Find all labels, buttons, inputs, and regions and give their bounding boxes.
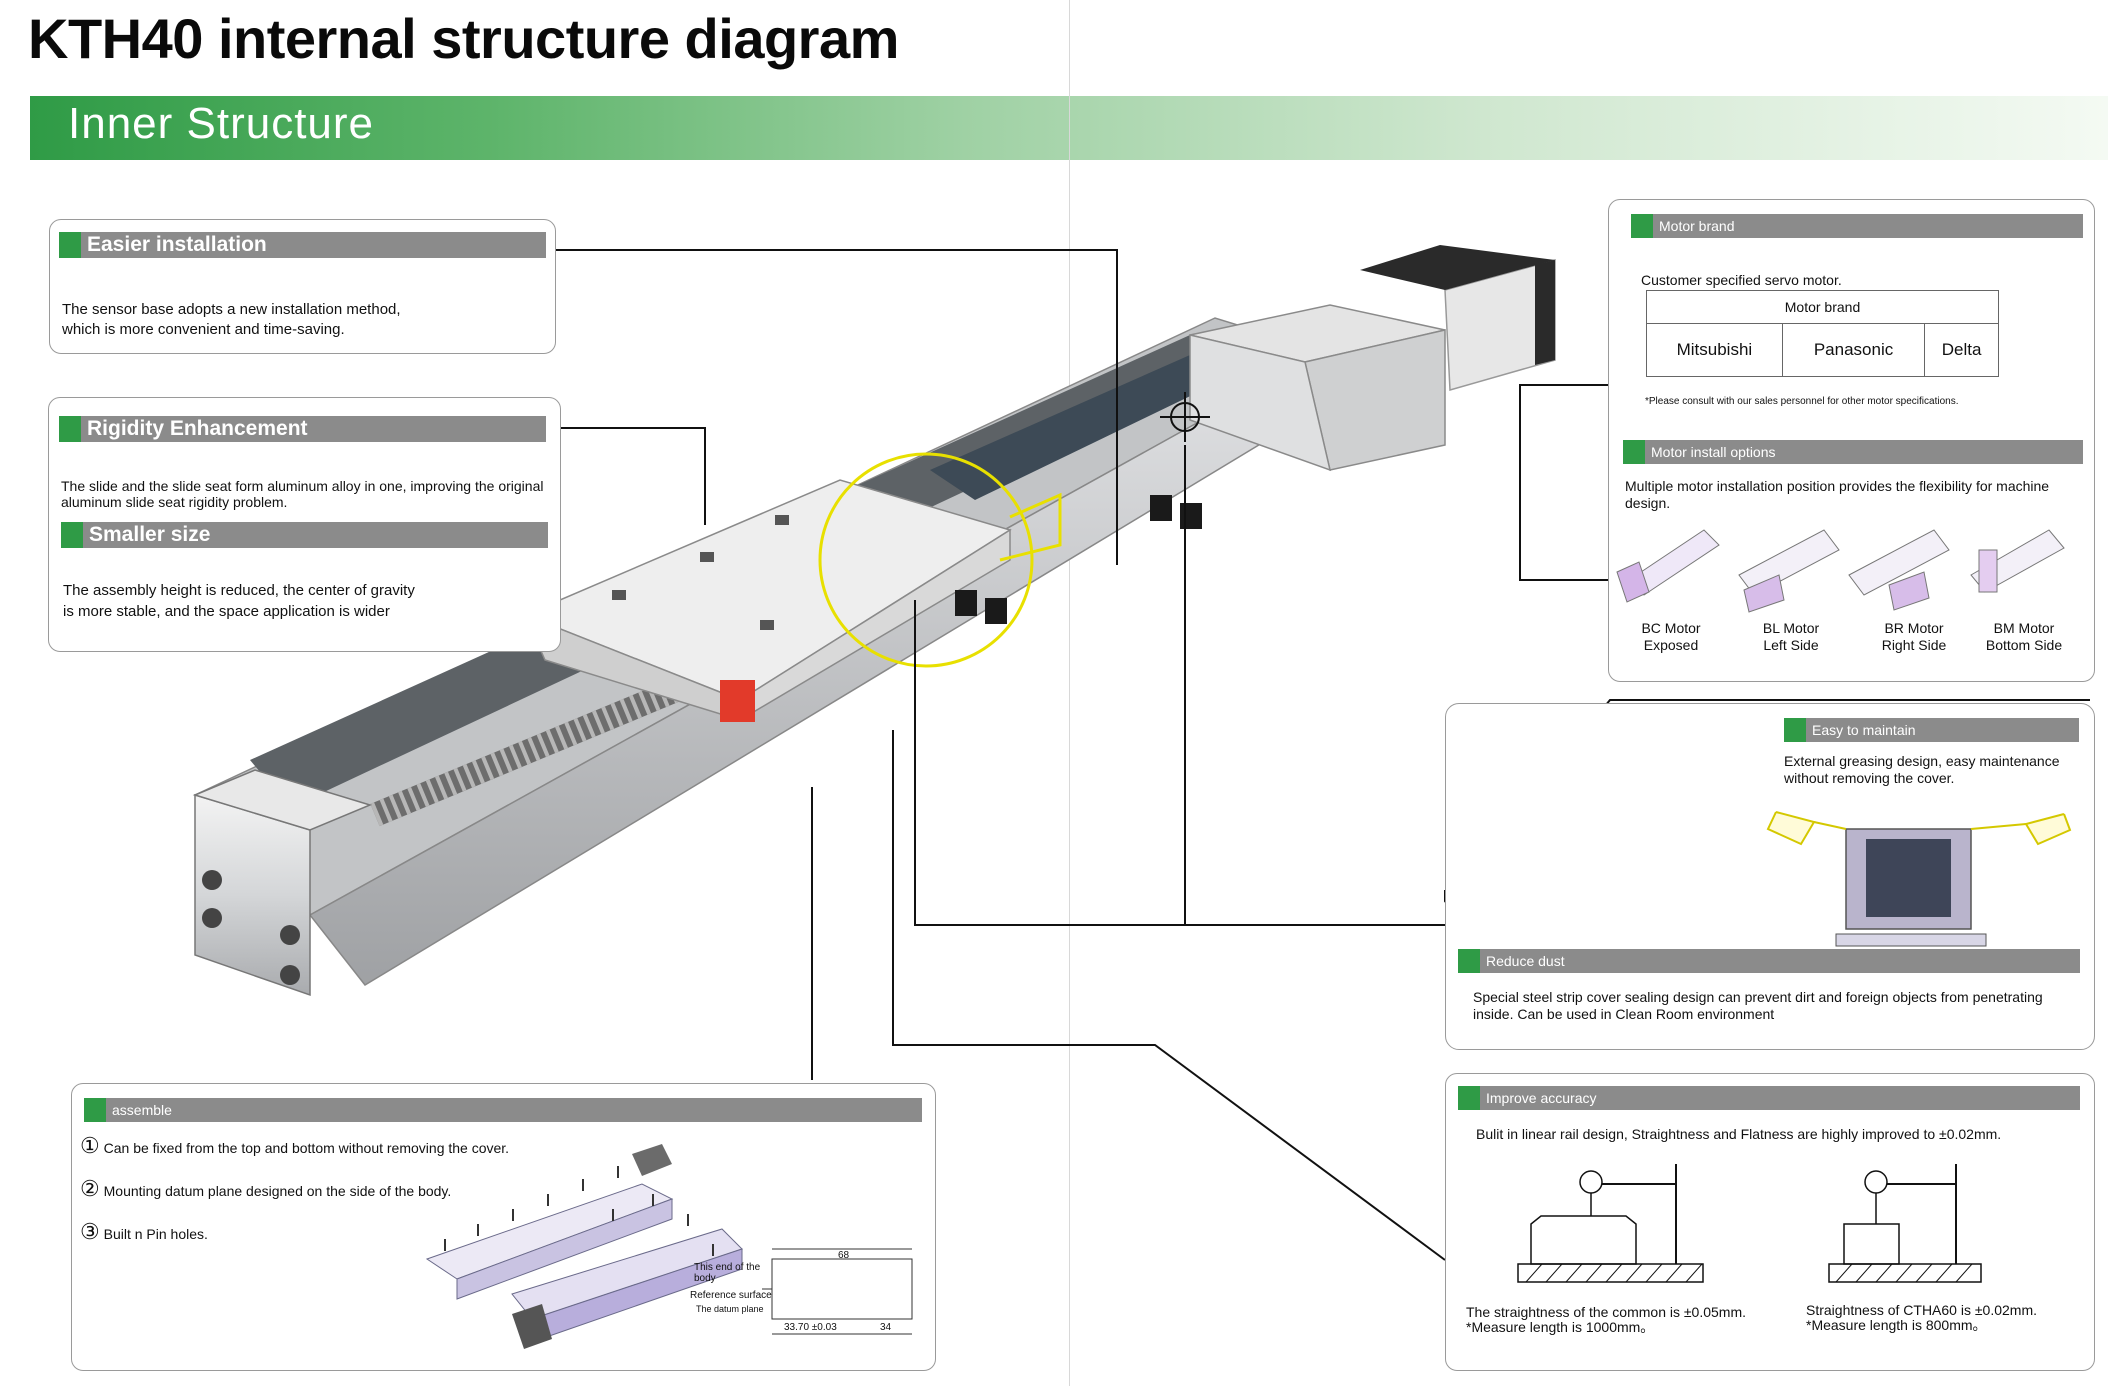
improve-accuracy-callout: Improve accuracy Bulit in linear rail de… xyxy=(1445,1073,2095,1371)
reduce-dust-heading-tag: Reduce dust xyxy=(1458,949,2080,973)
motor-install-heading: Motor install options xyxy=(1651,444,1776,460)
highlight-circle xyxy=(818,452,1034,668)
smaller-size-heading-tag: Smaller size xyxy=(61,522,548,548)
page-title: KTH40 internal structure diagram xyxy=(28,7,899,70)
smaller-size-text-1: The assembly height is reduced, the cent… xyxy=(63,582,415,599)
rigidity-heading-tag: Rigidity Enhancement xyxy=(59,416,546,442)
bl-motor-line2: Left Side xyxy=(1763,637,1819,653)
easier-installation-heading-tag: Easier installation xyxy=(59,232,546,258)
ctha60-measurement-drawing xyxy=(1828,1164,1982,1283)
section-band-label: Inner Structure xyxy=(68,99,375,148)
assemble-exploded-drawing xyxy=(425,1144,913,1349)
br-motor-line2: Right Side xyxy=(1881,637,1947,653)
motor-brand-intro: Customer specified servo motor. xyxy=(1641,272,1842,288)
assemble-item-2-text: Mounting datum plane designed on the sid… xyxy=(103,1183,452,1199)
assemble-item-3-num: ③ xyxy=(80,1219,100,1244)
assemble-item-3: ③ Built n Pin holes. xyxy=(80,1219,208,1244)
ball-screw xyxy=(370,668,705,827)
bm-motor-line1: BM Motor xyxy=(1993,620,2055,636)
assemble-item-2-num: ② xyxy=(80,1176,100,1201)
rigidity-heading: Rigidity Enhancement xyxy=(87,417,308,440)
bc-motor-drawing xyxy=(1616,529,1720,603)
drawing-end-of-body-label: This end of the body xyxy=(694,1262,761,1284)
motor-brand-note: *Please consult with our sales personnel… xyxy=(1645,396,1959,407)
maintain-dust-callout: Easy to maintain External greasing desig… xyxy=(1445,703,2095,1050)
rigidity-text-1: The slide and the slide seat form alumin… xyxy=(61,478,544,494)
assemble-item-1-text: Can be fixed from the top and bottom wit… xyxy=(103,1140,510,1156)
improve-accuracy-intro: Bulit in linear rail design, Straightnes… xyxy=(1476,1126,2002,1142)
easy-maintain-heading-tag: Easy to maintain xyxy=(1784,718,2079,742)
accuracy-measurement-drawings xyxy=(1517,1164,1982,1283)
bc-motor-label: BC Motor Exposed xyxy=(1631,620,1711,654)
ctha60-straightness-text-1: Straightness of CTHA60 is ±0.02mm. xyxy=(1806,1302,2037,1318)
drawing-dim-left-label: 33.70 ±0.03 xyxy=(784,1322,837,1333)
bm-motor-drawing xyxy=(1970,529,2065,593)
motor-housing xyxy=(1189,245,1556,472)
easier-installation-text-1: The sensor base adopts a new installatio… xyxy=(62,301,401,318)
common-straightness-text-1: The straightness of the common is ±0.05m… xyxy=(1466,1304,1747,1320)
motor-brand-table-header: Motor brand xyxy=(1646,290,1999,324)
assemble-heading: assemble xyxy=(112,1102,172,1118)
bc-motor-line1: BC Motor xyxy=(1641,620,1701,636)
rigidity-text-2: aluminum slide seat rigidity problem. xyxy=(61,494,288,510)
easy-maintain-text-1: External greasing design, easy maintenan… xyxy=(1784,753,2060,769)
assemble-item-1-num: ① xyxy=(80,1133,100,1158)
improve-accuracy-heading: Improve accuracy xyxy=(1486,1090,1597,1106)
drawing-reference-surface-label: Reference surface xyxy=(690,1290,772,1301)
reduce-dust-text-1: Special steel strip cover sealing design… xyxy=(1473,989,2043,1005)
common-measurement-drawing xyxy=(1517,1164,1704,1283)
bc-motor-line2: Exposed xyxy=(1643,637,1699,653)
smaller-size-heading: Smaller size xyxy=(89,523,211,546)
assemble-item-2: ② Mounting datum plane designed on the s… xyxy=(80,1176,452,1201)
bl-motor-drawing xyxy=(1738,529,1840,613)
br-motor-drawing xyxy=(1848,529,1950,611)
easier-installation-text-2: which is more convenient and time-saving… xyxy=(62,321,345,338)
br-motor-line1: BR Motor xyxy=(1884,620,1944,636)
motor-install-drawings xyxy=(1616,529,2065,613)
motor-brand-heading: Motor brand xyxy=(1659,218,1735,234)
motor-install-intro: Multiple motor installation position pro… xyxy=(1625,478,2050,511)
end-cap xyxy=(192,769,373,997)
reduce-dust-heading: Reduce dust xyxy=(1486,953,1565,969)
smaller-size-text-2: is more stable, and the space applicatio… xyxy=(63,603,390,620)
page-fold-divider xyxy=(1069,0,1070,1386)
motor-brand-delta: Delta xyxy=(1924,323,1999,377)
easy-maintain-text-2: without removing the cover. xyxy=(1784,770,1955,786)
stopper-red-block xyxy=(720,680,755,722)
motor-brand-heading-tag: Motor brand xyxy=(1631,214,2083,238)
motor-brand-mitsubishi: Mitsubishi xyxy=(1646,323,1783,377)
leader-lines xyxy=(553,249,2090,1261)
drawing-dim-right-label: 34 xyxy=(880,1322,892,1333)
common-straightness-text-2: *Measure length is 1000mm。 xyxy=(1466,1319,1655,1335)
bm-motor-label: BM Motor Bottom Side xyxy=(1979,620,2069,654)
greasing-section-drawing xyxy=(1766,811,2072,947)
assemble-callout: assemble ① Can be fixed from the top and… xyxy=(71,1083,936,1371)
drawing-datum-plane-label: The datum plane xyxy=(696,1304,764,1314)
motor-brand-panasonic: Panasonic xyxy=(1781,323,1926,377)
motor-brand-callout: Motor brand Customer specified servo mot… xyxy=(1608,199,2095,682)
slider-carriage xyxy=(523,479,1012,722)
easy-maintain-heading: Easy to maintain xyxy=(1812,722,1916,738)
reduce-dust-text-2: inside. Can be used in Clean Room enviro… xyxy=(1473,1006,1775,1022)
drawing-width-label: 68 xyxy=(838,1250,850,1261)
assemble-item-3-text: Built n Pin holes. xyxy=(103,1226,208,1242)
ctha60-straightness-text-2: *Measure length is 800mm。 xyxy=(1806,1317,1987,1333)
improve-accuracy-heading-tag: Improve accuracy xyxy=(1458,1086,2080,1110)
motor-brand-table: Motor brand Mitsubishi Panasonic Delta xyxy=(1646,290,1999,377)
bl-motor-label: BL Motor Left Side xyxy=(1751,620,1831,654)
motor-install-heading-tag: Motor install options xyxy=(1623,440,2083,464)
easier-installation-heading: Easier installation xyxy=(87,233,267,256)
bl-motor-line1: BL Motor xyxy=(1762,620,1820,636)
rigidity-size-callout: Rigidity Enhancement The slide and the s… xyxy=(48,397,561,652)
assemble-item-1: ① Can be fixed from the top and bottom w… xyxy=(80,1133,510,1158)
easier-installation-callout: Easier installation The sensor base adop… xyxy=(49,219,556,354)
assemble-heading-tag: assemble xyxy=(84,1098,922,1122)
br-motor-label: BR Motor Right Side xyxy=(1874,620,1954,654)
bm-motor-line2: Bottom Side xyxy=(1985,637,2063,653)
